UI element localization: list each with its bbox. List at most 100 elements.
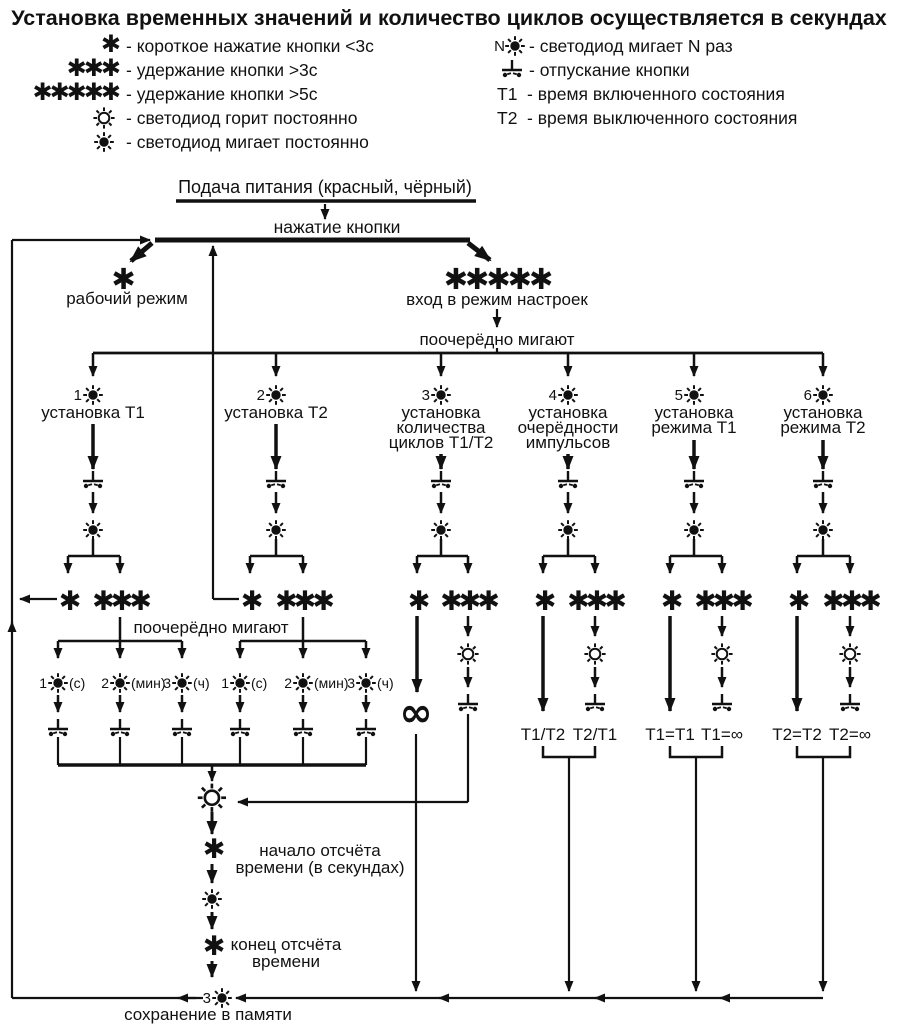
button-release-icon — [583, 692, 607, 713]
legend-blink-n-label: - светодиод мигает N раз — [529, 36, 733, 56]
branch-6-label-line-1: установка — [784, 403, 864, 422]
legend-t1-label: - время включенного состояния — [527, 84, 785, 104]
button-release-icon — [264, 469, 288, 490]
outcome-mode-t1-right: Т1=∞ — [701, 725, 743, 744]
unit-seconds-number: 1 — [39, 675, 47, 691]
choice-stars: ✱ ✱✱✱ ✱ ✱✱✱ ✱ ✱✱✱ ✱ ✱✱✱ ✱ ✱✱✱ ✱ ✱✱✱ — [59, 586, 885, 617]
unit-hours-number: 3 — [163, 675, 171, 691]
branch-5-number: 5 — [675, 387, 683, 404]
choice-short-star: ✱ — [241, 586, 262, 617]
legend-release-label: - отпускание кнопки — [529, 60, 690, 80]
led-blink-icon — [292, 672, 314, 694]
led-blink-icon — [683, 384, 705, 406]
choice-hold-stars: ✱✱✱ — [822, 586, 880, 617]
outcome-order-left: Т1/Т2 — [521, 725, 565, 744]
led-blink-icon — [812, 519, 834, 541]
outcome-mode-t2-right: Т2=∞ — [829, 725, 871, 744]
save-label: сохранение в памяти — [124, 1005, 292, 1024]
power-supply-label: Подача питания (красный, чёрный) — [178, 177, 472, 197]
button-release-icon — [354, 717, 378, 738]
branch-3-label-line-3: циклов Т1/Т2 — [389, 433, 494, 452]
button-release-icon — [456, 692, 480, 713]
unit-seconds-suffix: (с) — [251, 675, 267, 691]
led-on-icon — [456, 642, 480, 666]
t1-prefix: Т1 — [497, 84, 517, 104]
led-on-icon — [196, 782, 228, 814]
led-blink-icon — [557, 519, 579, 541]
led-on-icon — [583, 642, 607, 666]
choice-short-star: ✱ — [661, 586, 682, 617]
work-mode-label: рабочий режим — [66, 289, 188, 308]
choice-short-star: ✱ — [788, 586, 809, 617]
led-blink-icon — [355, 672, 377, 694]
led-blink-icon — [812, 384, 834, 406]
blink-n-prefix: N — [494, 38, 505, 55]
end-press-star: ✱ — [203, 931, 224, 962]
choice-short-star: ✱ — [408, 586, 429, 617]
button-release-icon — [710, 692, 734, 713]
save-blink-count: 3 — [203, 990, 211, 1007]
branch-6-label-line-2: режима Т2 — [780, 418, 865, 437]
legend-left: ✱ - короткое нажатие кнопки <3с ✱✱✱ - уд… — [32, 30, 374, 153]
choice-hold-stars: ✱✱✱ — [275, 586, 333, 617]
led-on-icon — [92, 106, 116, 130]
led-blink-icon — [109, 672, 131, 694]
button-release-icon — [108, 717, 132, 738]
legend-led-blink-label: - светодиод мигает постоянно — [126, 132, 369, 152]
unit-hours-suffix: (ч) — [377, 675, 394, 691]
unit-minutes-number: 2 — [101, 675, 109, 691]
led-blink-icon — [47, 672, 69, 694]
branch-4-number: 4 — [549, 387, 557, 404]
branch-3-label-line-2: количества — [396, 418, 486, 437]
choice-short-star: ✱ — [59, 586, 80, 617]
branch-6-number: 6 — [804, 387, 812, 404]
led-blink-icon — [171, 672, 193, 694]
unit-seconds-number: 1 — [221, 675, 229, 691]
button-release-icon — [682, 469, 706, 490]
led-blink-icon — [265, 519, 287, 541]
unit-minutes-suffix: (мин) — [131, 675, 166, 691]
button-release-icon — [291, 717, 315, 738]
led-blink-icon — [430, 519, 452, 541]
timer-start-label-line-1: начало отсчёта — [259, 841, 381, 860]
hold-3s-stars-icon: ✱✱✱ — [67, 54, 120, 82]
led-blink-icon — [82, 384, 104, 406]
enter-settings-label: вход в режим настроек — [406, 290, 588, 309]
button-release-icon — [46, 717, 70, 738]
timer-end-label-line-2: времени — [252, 952, 320, 971]
led-blink-icon — [683, 519, 705, 541]
branch-3-number: 3 — [422, 387, 430, 404]
led-on-icon — [838, 642, 862, 666]
alternate-blink-sub-label: поочерёдно мигают — [133, 618, 288, 637]
page-title: Установка временных значений и количеств… — [11, 6, 887, 30]
led-blink-icon — [265, 384, 287, 406]
led-blink-icon — [557, 384, 579, 406]
branch-4-label-line-2: очерёдности — [518, 418, 619, 437]
led-blink-icon — [93, 131, 115, 153]
short-press-star-icon: ✱ — [101, 30, 120, 58]
unit-hours-suffix: (ч) — [193, 675, 210, 691]
led-blink-icon — [82, 519, 104, 541]
choice-hold-stars: ✱✱✱ — [92, 586, 150, 617]
legend-t2-label: - время выключенного состояния — [527, 108, 797, 128]
outcome-paths: Т1/Т2 Т2/Т1 Т1=Т1 Т1=∞ Т2=Т2 Т2=∞ — [521, 642, 871, 744]
branch-release-blink — [81, 469, 835, 541]
legend-hold-5s-label: - удержание кнопки >5с — [126, 84, 318, 104]
led-blink-n-icon — [504, 35, 526, 57]
branch-5-label-line-1: установка — [655, 403, 735, 422]
legend-led-on-label: - светодиод горит постоянно — [126, 108, 357, 128]
button-release-icon — [170, 717, 194, 738]
choice-hold-stars: ✱✱✱ — [567, 586, 625, 617]
legend-short-press-label: - короткое нажатие кнопки <3с — [126, 36, 374, 56]
branch-1-number: 1 — [74, 387, 82, 404]
led-blink-icon — [229, 672, 251, 694]
button-release-icon — [838, 692, 862, 713]
outcome-mode-t2-left: Т2=Т2 — [772, 725, 822, 744]
t2-prefix: Т2 — [497, 108, 517, 128]
time-unit-options: 1 (с) 2 (мин) 3 (ч) 1 (с) 2 (мин) 3 (ч) — [39, 672, 394, 738]
branch-2-number: 2 — [257, 387, 265, 404]
hold-5s-stars-icon: ✱✱✱✱✱ — [32, 78, 119, 106]
led-on-icon — [710, 642, 734, 666]
